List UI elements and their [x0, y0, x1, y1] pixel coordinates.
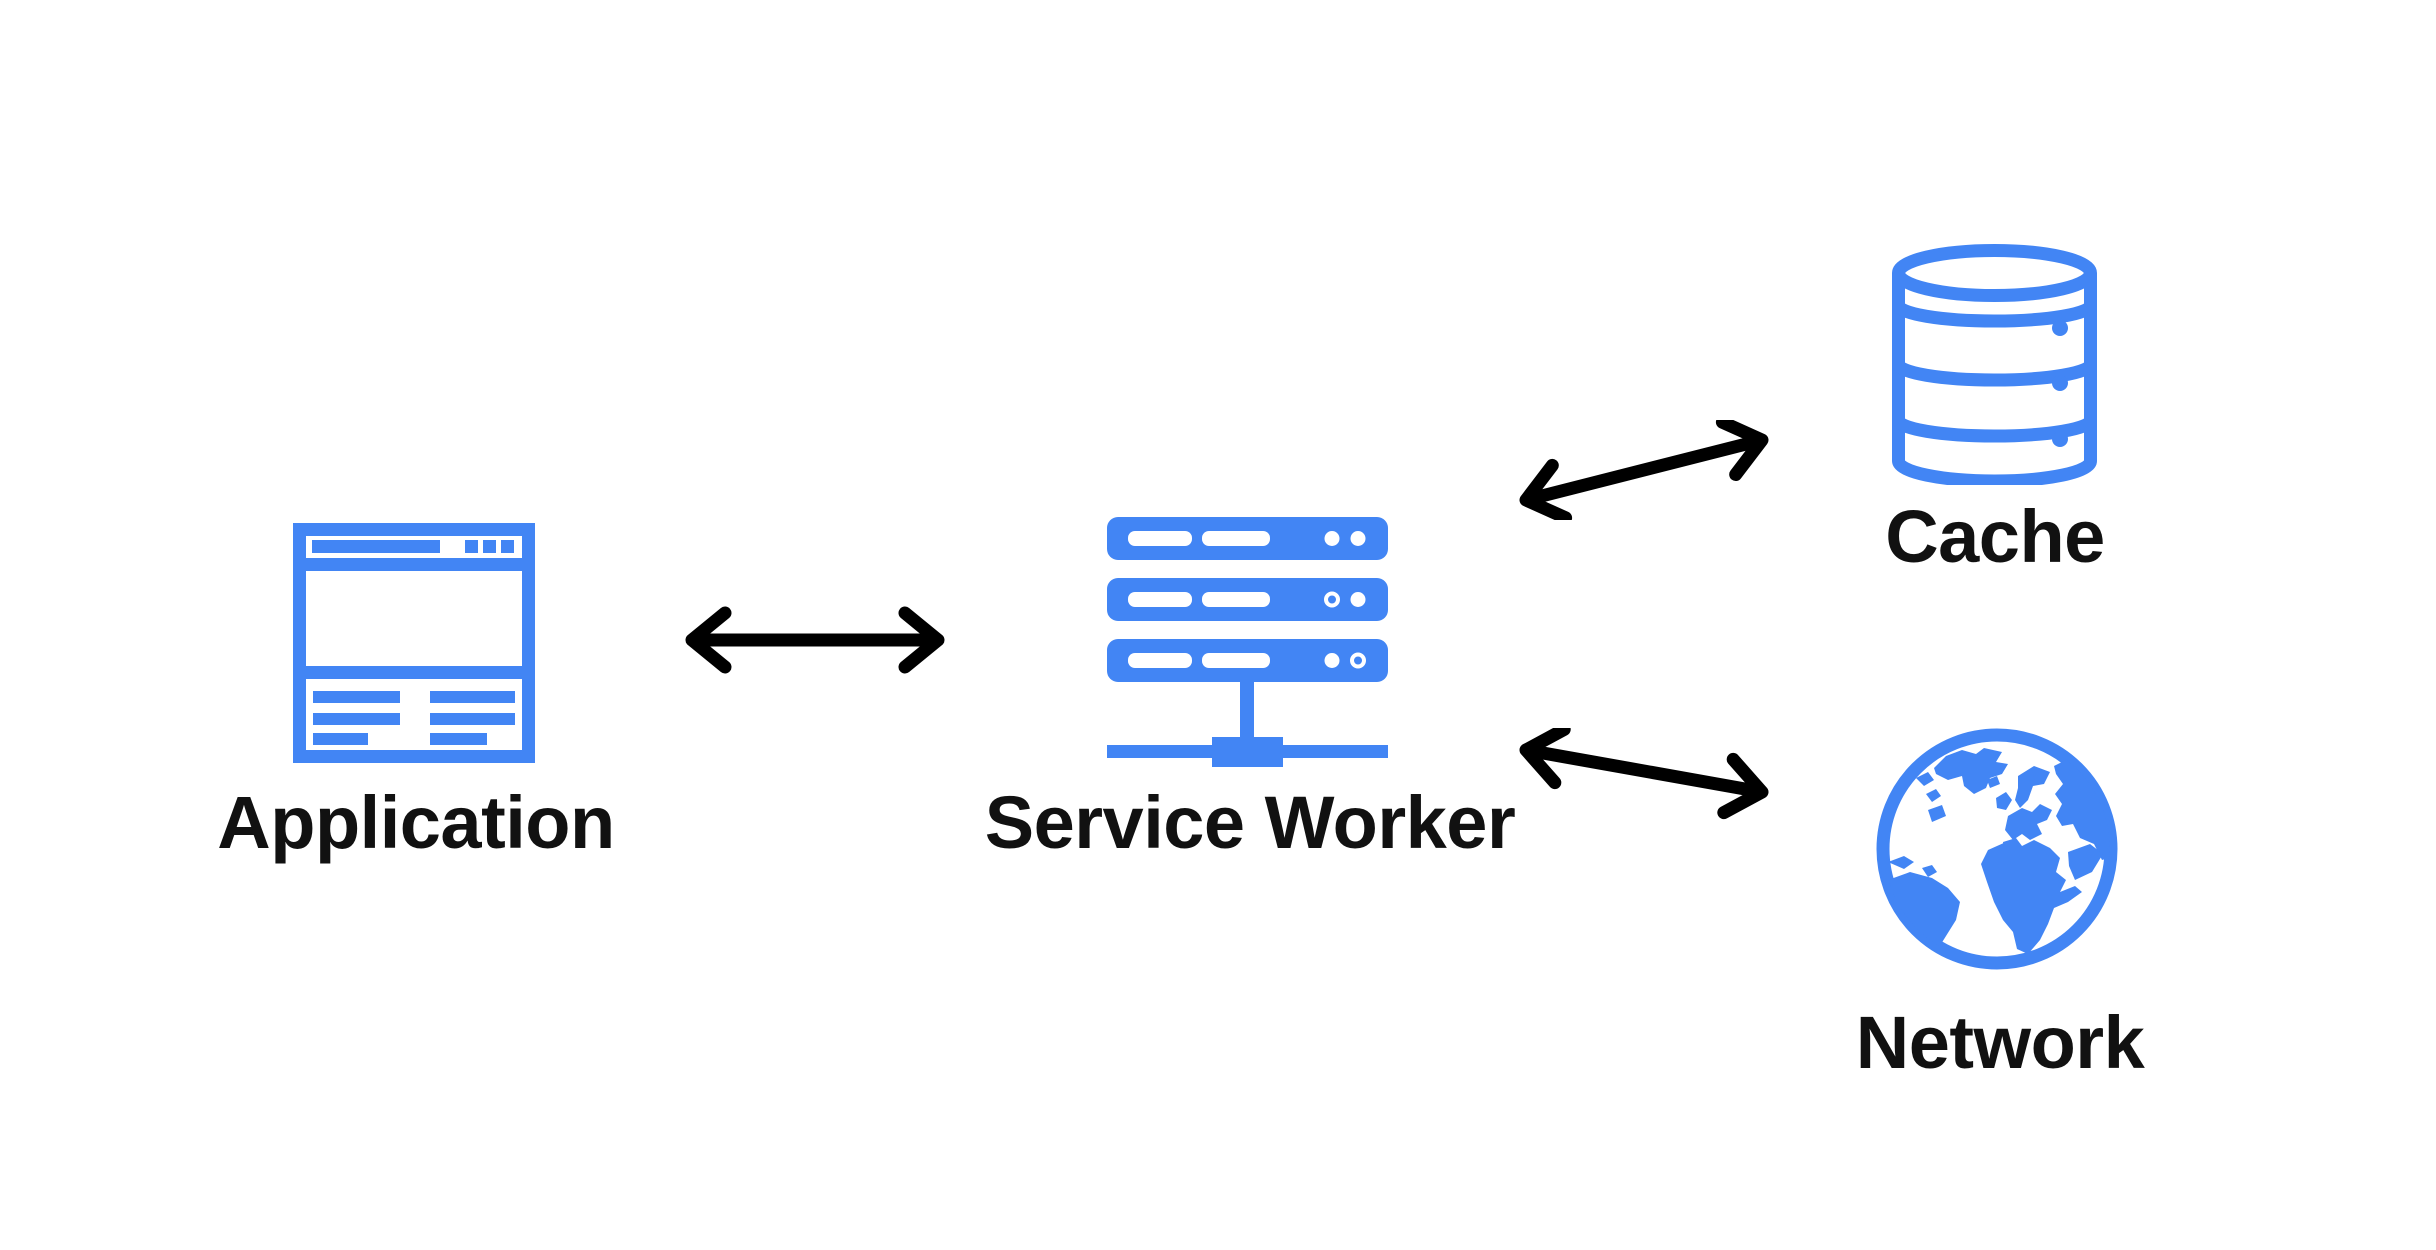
arrow-service-worker-cache	[1519, 420, 1769, 520]
globe-icon	[1870, 722, 2124, 976]
server-stack-icon	[1107, 517, 1388, 767]
arrow-service-worker-network	[1519, 728, 1769, 820]
application-label: Application	[217, 781, 615, 864]
browser-window-icon	[293, 523, 535, 763]
database-cylinder-icon	[1892, 243, 2097, 485]
service-worker-label: Service Worker	[984, 781, 1516, 864]
cache-label: Cache	[1885, 495, 2105, 578]
network-label: Network	[1855, 1001, 2145, 1084]
arrow-application-service-worker	[685, 606, 945, 674]
